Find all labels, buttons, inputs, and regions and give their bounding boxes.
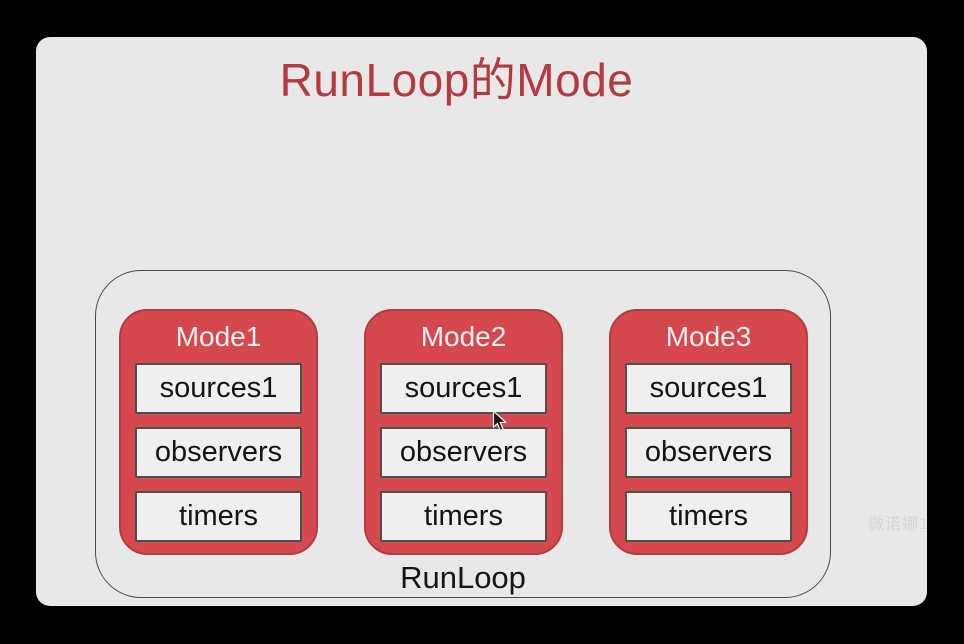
mode-item-observers: observers [625, 427, 792, 478]
mode-item-timers: timers [135, 491, 302, 542]
mode-item-observers: observers [380, 427, 547, 478]
mode-card-1: Mode1 sources1 observers timers [119, 309, 318, 555]
mode-card-3: Mode3 sources1 observers timers [609, 309, 808, 555]
mode-card-title: Mode1 [175, 321, 262, 352]
runloop-label: RunLoop [400, 560, 526, 595]
mode-item-sources: sources1 [135, 363, 302, 414]
mode-item-timers: timers [625, 491, 792, 542]
mode-item-observers: observers [135, 427, 302, 478]
watermark-text: 微诺娜1 [868, 516, 927, 533]
slide-panel: RunLoop的Mode Mode1 sources1 observers ti… [36, 37, 927, 606]
mode-item-sources: sources1 [625, 363, 792, 414]
runloop-container: Mode1 sources1 observers timers Mode2 so… [95, 270, 831, 598]
slide-title: RunLoop的Mode [279, 54, 634, 106]
mode-item-timers: timers [380, 491, 547, 542]
mode-card-title: Mode2 [420, 321, 507, 352]
mode-card-title: Mode3 [665, 321, 752, 352]
mode-item-sources: sources1 [380, 363, 547, 414]
mode-card-2: Mode2 sources1 observers timers [364, 309, 563, 555]
